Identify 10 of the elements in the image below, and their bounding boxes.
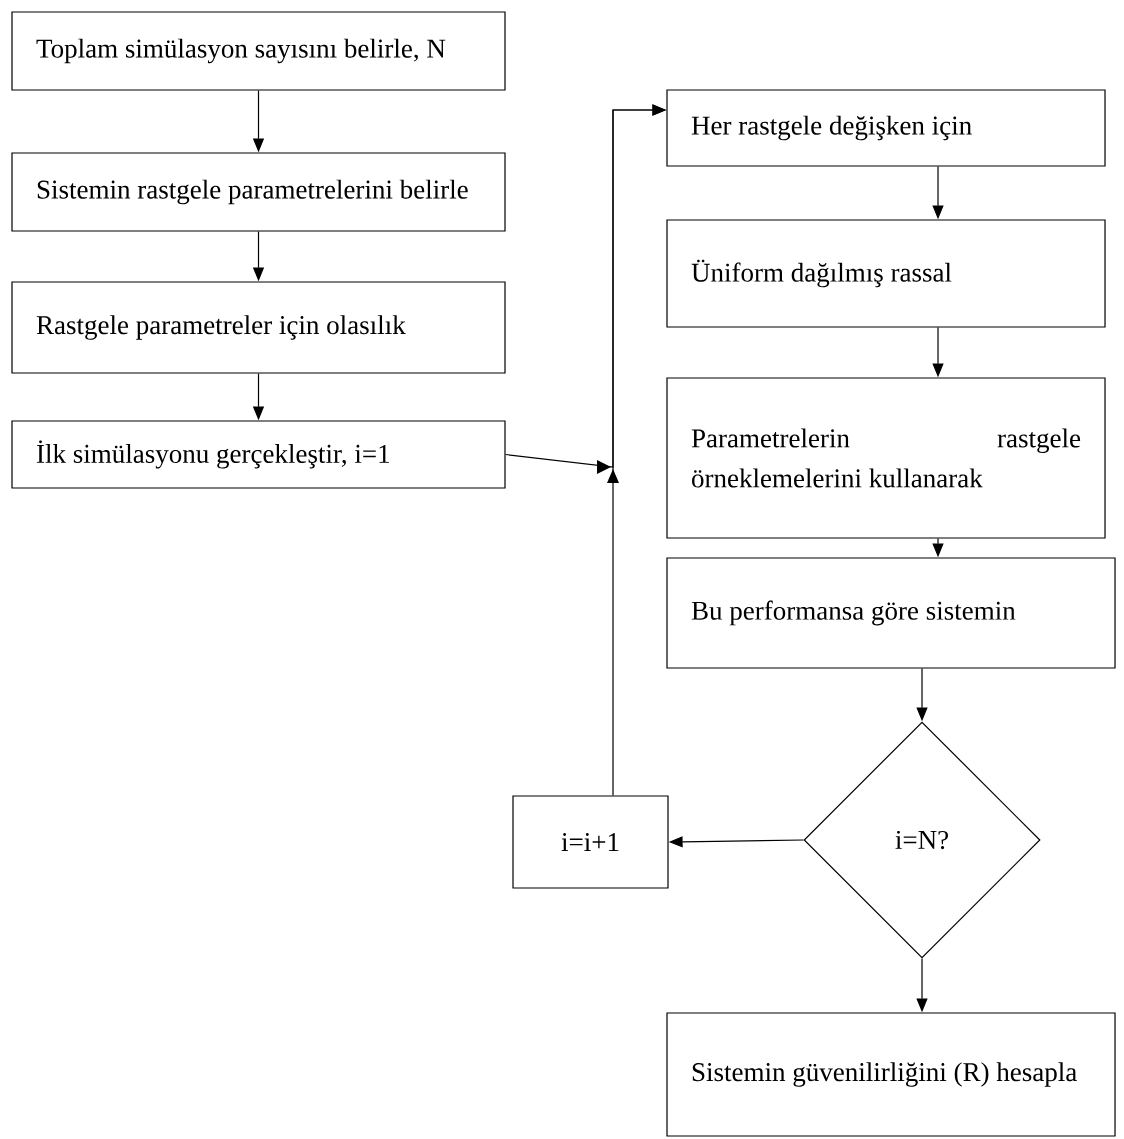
process-box: Parametrelerin rastgele örneklemelerini kullanarak	[666, 377, 1106, 539]
process-box: Toplam simülasyon sayısını belirle, N	[11, 11, 506, 91]
process-box: Bu performansa göre sistemin	[666, 557, 1116, 669]
process-box: Her rastgele değişken için	[666, 89, 1106, 167]
process-box: Rastgele parametreler için olasılık	[11, 281, 506, 374]
process-box: Üniform dağılmış rassal	[666, 219, 1106, 328]
process-box: İlk simülasyonu gerçekleştir, i=1	[11, 420, 506, 489]
process-box: Sistemin rastgele parametrelerini belirle	[11, 152, 506, 232]
process-box: i=i+1	[512, 795, 669, 889]
process-box: Sistemin güvenilirliğini (R) hesapla	[666, 1012, 1116, 1137]
